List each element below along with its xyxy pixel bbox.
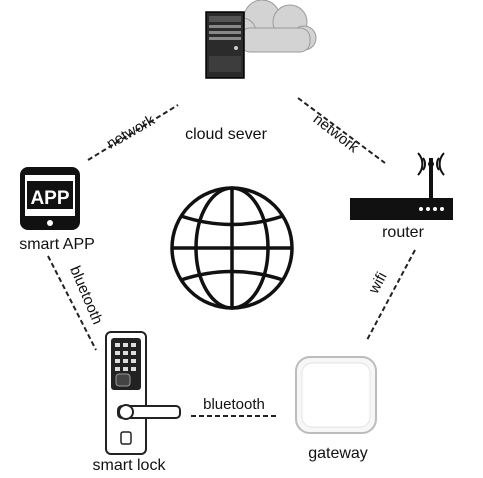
link-app-cloud-line	[87, 104, 179, 161]
link-cloud-router-line	[297, 97, 386, 164]
link-app-lock-label: bluetooth	[66, 264, 106, 327]
globe-icon	[170, 186, 294, 310]
link-router-gateway-line	[366, 249, 416, 341]
connectors	[47, 97, 416, 417]
phone-app-badge: APP	[30, 188, 69, 209]
gateway-box-icon	[295, 356, 377, 434]
door-lock-icon	[105, 331, 181, 455]
cloud-server-icon	[205, 0, 317, 79]
link-router-gateway-label: wifi	[365, 269, 391, 297]
wifi-router-icon	[350, 152, 453, 220]
link-lock-gateway-label: bluetooth	[203, 396, 265, 413]
smart-lock-label: smart lock	[93, 457, 167, 474]
gateway-label: gateway	[308, 445, 368, 462]
link-app-cloud-label: network	[104, 111, 158, 152]
link-app-lock-line	[47, 255, 97, 351]
cloud-server-label: cloud sever	[185, 126, 267, 143]
phone-app-icon: APP	[20, 167, 80, 230]
router-label: router	[382, 224, 424, 241]
smart-app-label: smart APP	[19, 236, 95, 253]
link-cloud-router-label: network	[310, 111, 362, 157]
